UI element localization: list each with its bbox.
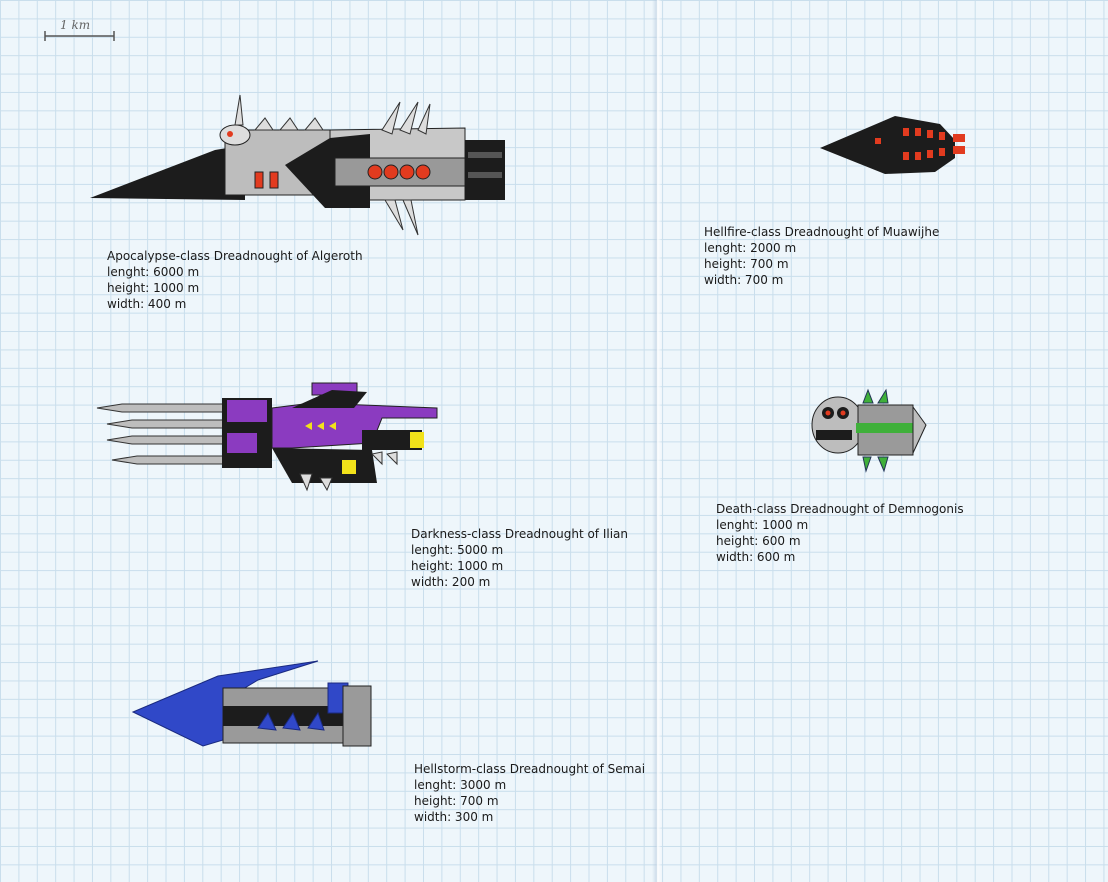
darkness-caption: Darkness-class Dreadnought of Ilian leng… — [411, 526, 628, 590]
ship-height: height: 1000 m — [107, 281, 200, 295]
scale-bar: 1 km — [44, 18, 115, 41]
ship-length: lenght: 6000 m — [107, 265, 200, 279]
ship-name: Apocalypse-class Dreadnought of Algeroth — [107, 249, 363, 263]
ship-height: height: 700 m — [704, 257, 789, 271]
hellstorm-caption: Hellstorm-class Dreadnought of Semai len… — [414, 761, 645, 825]
hellfire-caption: Hellfire-class Dreadnought of Muawijhe l… — [704, 224, 939, 288]
scale-label: 1 km — [60, 18, 90, 32]
ship-height: height: 600 m — [716, 534, 801, 548]
ship-length: lenght: 3000 m — [414, 778, 507, 792]
ship-height: height: 700 m — [414, 794, 499, 808]
apocalypse-ship-drawing — [90, 94, 505, 236]
ship-width: width: 300 m — [414, 810, 494, 824]
ship-name: Darkness-class Dreadnought of Ilian — [411, 527, 629, 541]
ship-width: width: 400 m — [107, 297, 187, 311]
ship-width: width: 200 m — [411, 575, 491, 589]
ship-width: width: 700 m — [704, 273, 784, 287]
hellstorm-ship-drawing — [131, 660, 372, 747]
ship-name: Hellfire-class Dreadnought of Muawijhe — [704, 225, 940, 239]
ship-length: lenght: 2000 m — [704, 241, 797, 255]
death-ship-drawing — [811, 388, 927, 473]
ship-width: width: 600 m — [716, 550, 796, 564]
ship-name: Death-class Dreadnought of Demnogonis — [716, 502, 964, 516]
apocalypse-caption: Apocalypse-class Dreadnought of Algeroth… — [107, 248, 363, 312]
ship-name: Hellstorm-class Dreadnought of Semai — [414, 762, 646, 776]
ship-length: lenght: 1000 m — [716, 518, 809, 532]
notebook-fold — [652, 0, 662, 882]
ship-height: height: 1000 m — [411, 559, 504, 573]
death-caption: Death-class Dreadnought of Demnogonis le… — [716, 501, 964, 565]
ship-length: lenght: 5000 m — [411, 543, 504, 557]
hellfire-ship-drawing — [820, 116, 965, 174]
darkness-ship-drawing — [96, 382, 438, 492]
